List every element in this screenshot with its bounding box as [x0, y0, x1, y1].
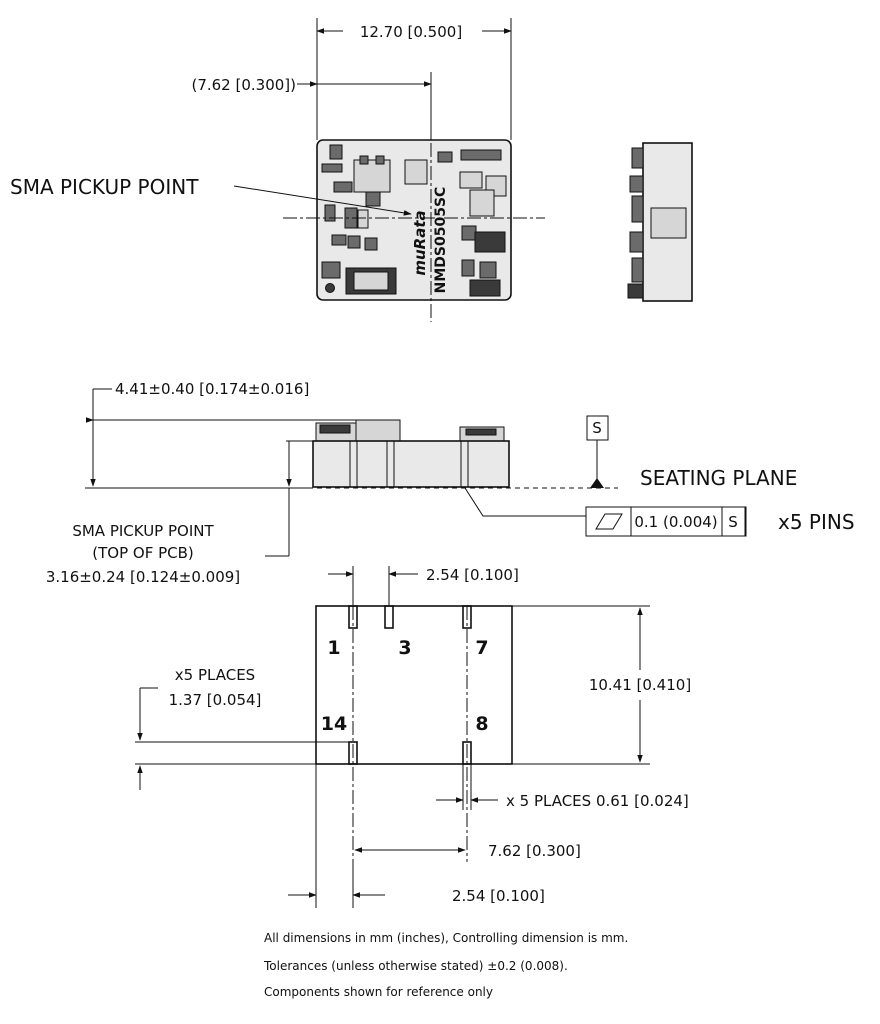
- board-marking-brand: muRata: [411, 210, 429, 275]
- board-marking-part: NMDS0505SC: [433, 187, 449, 294]
- pin-number-8: 8: [475, 713, 488, 735]
- pin-length-dim: 1.37 [0.054]: [169, 691, 262, 709]
- side-pickup-height-dim: 3.16±0.24 [0.124±0.009]: [46, 568, 240, 586]
- bottom-view: 2.54 [0.100] 1 3 7 14 8 10.41 [0.410] x5…: [135, 566, 691, 908]
- top-width-dim: 12.70 [0.500]: [360, 23, 462, 41]
- note-components: Components shown for reference only: [264, 985, 493, 999]
- pin-width-dim: x 5 PLACES 0.61 [0.024]: [506, 792, 689, 810]
- top-pickup-label: SMA PICKUP POINT: [10, 175, 199, 199]
- pin-number-1: 1: [327, 637, 340, 659]
- note-dimensions: All dimensions in mm (inches), Controlli…: [264, 931, 628, 945]
- pickup-leader: [233, 185, 412, 216]
- notes: All dimensions in mm (inches), Controlli…: [263, 931, 628, 999]
- places-label: x5 PLACES: [175, 666, 255, 684]
- flatness-symbol-icon: [595, 513, 623, 530]
- seating-plane-label: SEATING PLANE: [640, 466, 797, 490]
- end-view: [627, 142, 693, 302]
- side-pickup-label-1: SMA PICKUP POINT: [72, 522, 214, 540]
- side-pcb: [312, 440, 510, 488]
- tolerance-frame: [585, 506, 747, 537]
- pin-number-3: 3: [398, 637, 411, 659]
- bottom-height-dim: 10.41 [0.410]: [589, 676, 691, 694]
- tolerance-suffix: x5 PINS: [778, 510, 855, 534]
- datum-letter: S: [592, 419, 602, 437]
- note-tolerances: Tolerances (unless otherwise stated) ±0.…: [263, 959, 568, 973]
- bottom-pcb-outline: [315, 605, 513, 765]
- row-spacing-dim: 7.62 [0.300]: [488, 842, 581, 860]
- pin-number-14: 14: [321, 713, 347, 735]
- side-height-dim: 4.41±0.40 [0.174±0.016]: [115, 380, 309, 398]
- side-view: 4.41±0.40 [0.174±0.016] SMA PICKUP POINT…: [46, 380, 855, 586]
- side-pickup-label-2: (TOP OF PCB): [92, 544, 194, 562]
- tolerance-value: 0.1 (0.004): [634, 513, 717, 531]
- top-center-dim: (7.62 [0.300]): [191, 76, 296, 94]
- edge-offset-dim: 2.54 [0.100]: [452, 887, 545, 905]
- tolerance-datum: S: [728, 513, 738, 531]
- pin-number-7: 7: [475, 637, 488, 659]
- top-view: 12.70 [0.500] (7.62 [0.300]): [10, 18, 545, 322]
- pin-pitch-top-dim: 2.54 [0.100]: [426, 566, 519, 584]
